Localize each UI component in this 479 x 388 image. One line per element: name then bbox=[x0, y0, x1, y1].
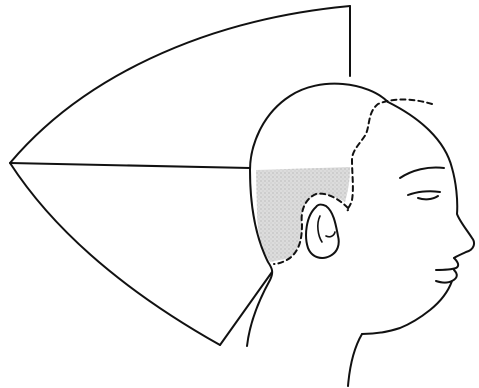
face-profile bbox=[388, 102, 474, 258]
sector-lower-edge bbox=[220, 272, 272, 345]
shaded-nape-area bbox=[256, 167, 350, 262]
sector-upper-arc bbox=[10, 6, 350, 163]
chin-jaw bbox=[362, 281, 452, 334]
sector-lower-arc bbox=[10, 163, 220, 345]
eyebrow bbox=[400, 167, 444, 178]
ear bbox=[306, 205, 339, 258]
lips bbox=[436, 258, 458, 283]
eye-icon bbox=[408, 191, 440, 199]
sector-middle-line bbox=[10, 163, 250, 168]
ear-inner bbox=[318, 216, 335, 242]
dashed-guide-crown bbox=[347, 100, 432, 211]
neck-front bbox=[348, 334, 362, 386]
